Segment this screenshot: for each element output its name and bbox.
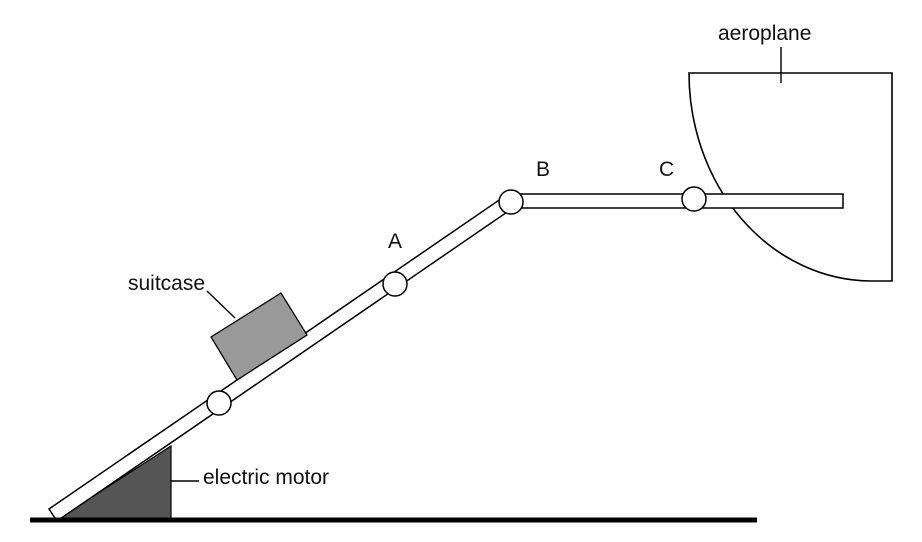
suitcase-label: suitcase	[128, 272, 205, 295]
point-a-label: A	[388, 230, 402, 253]
point-b-label: B	[536, 158, 550, 181]
electric-motor-label: electric motor	[203, 466, 329, 489]
aeroplane-label: aeroplane	[718, 22, 811, 45]
point-c-label: C	[659, 158, 674, 181]
lower-roller	[206, 390, 232, 416]
roller-c	[681, 186, 707, 212]
roller-a	[382, 271, 408, 297]
roller-b	[498, 189, 524, 215]
horizontal-conveyor-belt	[510, 193, 844, 209]
suitcase-leader-line	[206, 290, 236, 319]
suitcase-box	[210, 292, 308, 381]
aeroplane-outline	[688, 72, 893, 282]
